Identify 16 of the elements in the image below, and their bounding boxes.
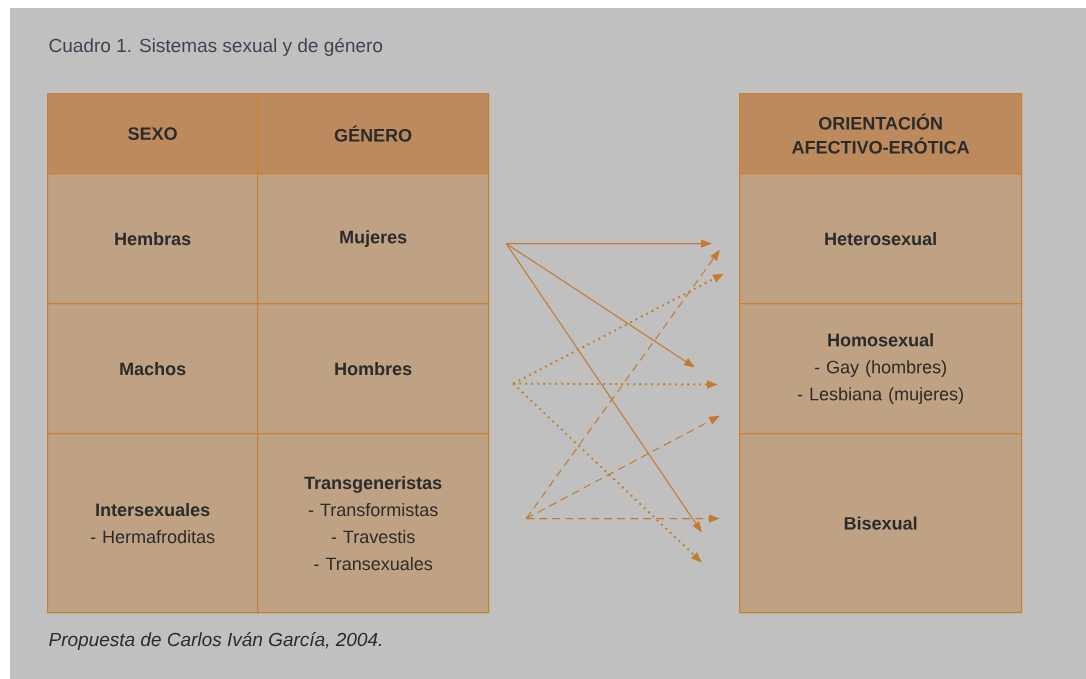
table-cell: Hembras xyxy=(47,173,259,305)
title: Cuadro 1. Sistemas sexual y de género xyxy=(49,38,383,56)
table-cell: Machos xyxy=(47,303,259,435)
table-cell: Mujeres xyxy=(257,173,490,305)
header-cell: ORIENTACIÓN AFECTIVO-ERÓTICA xyxy=(739,93,1023,175)
table-cell: Homosexual - Gay (hombres) - Lesbiana (mujeres) xyxy=(739,303,1023,435)
table-cell: Hombres xyxy=(257,303,490,435)
arrow xyxy=(505,243,695,368)
table-cell: Transgeneristas - Transformistas - Travestis - Transexuales xyxy=(257,433,490,614)
caption: Propuesta de Carlos Iván García, 2004. xyxy=(49,632,381,650)
header-cell: SEXO xyxy=(47,93,259,175)
header-cell: GÉNERO xyxy=(257,93,490,175)
arrow xyxy=(525,415,720,520)
table-cell: Heterosexual xyxy=(739,173,1023,305)
table-cell: Bisexual xyxy=(739,433,1023,614)
table-cell: Intersexuales - Hermafroditas xyxy=(47,433,259,614)
